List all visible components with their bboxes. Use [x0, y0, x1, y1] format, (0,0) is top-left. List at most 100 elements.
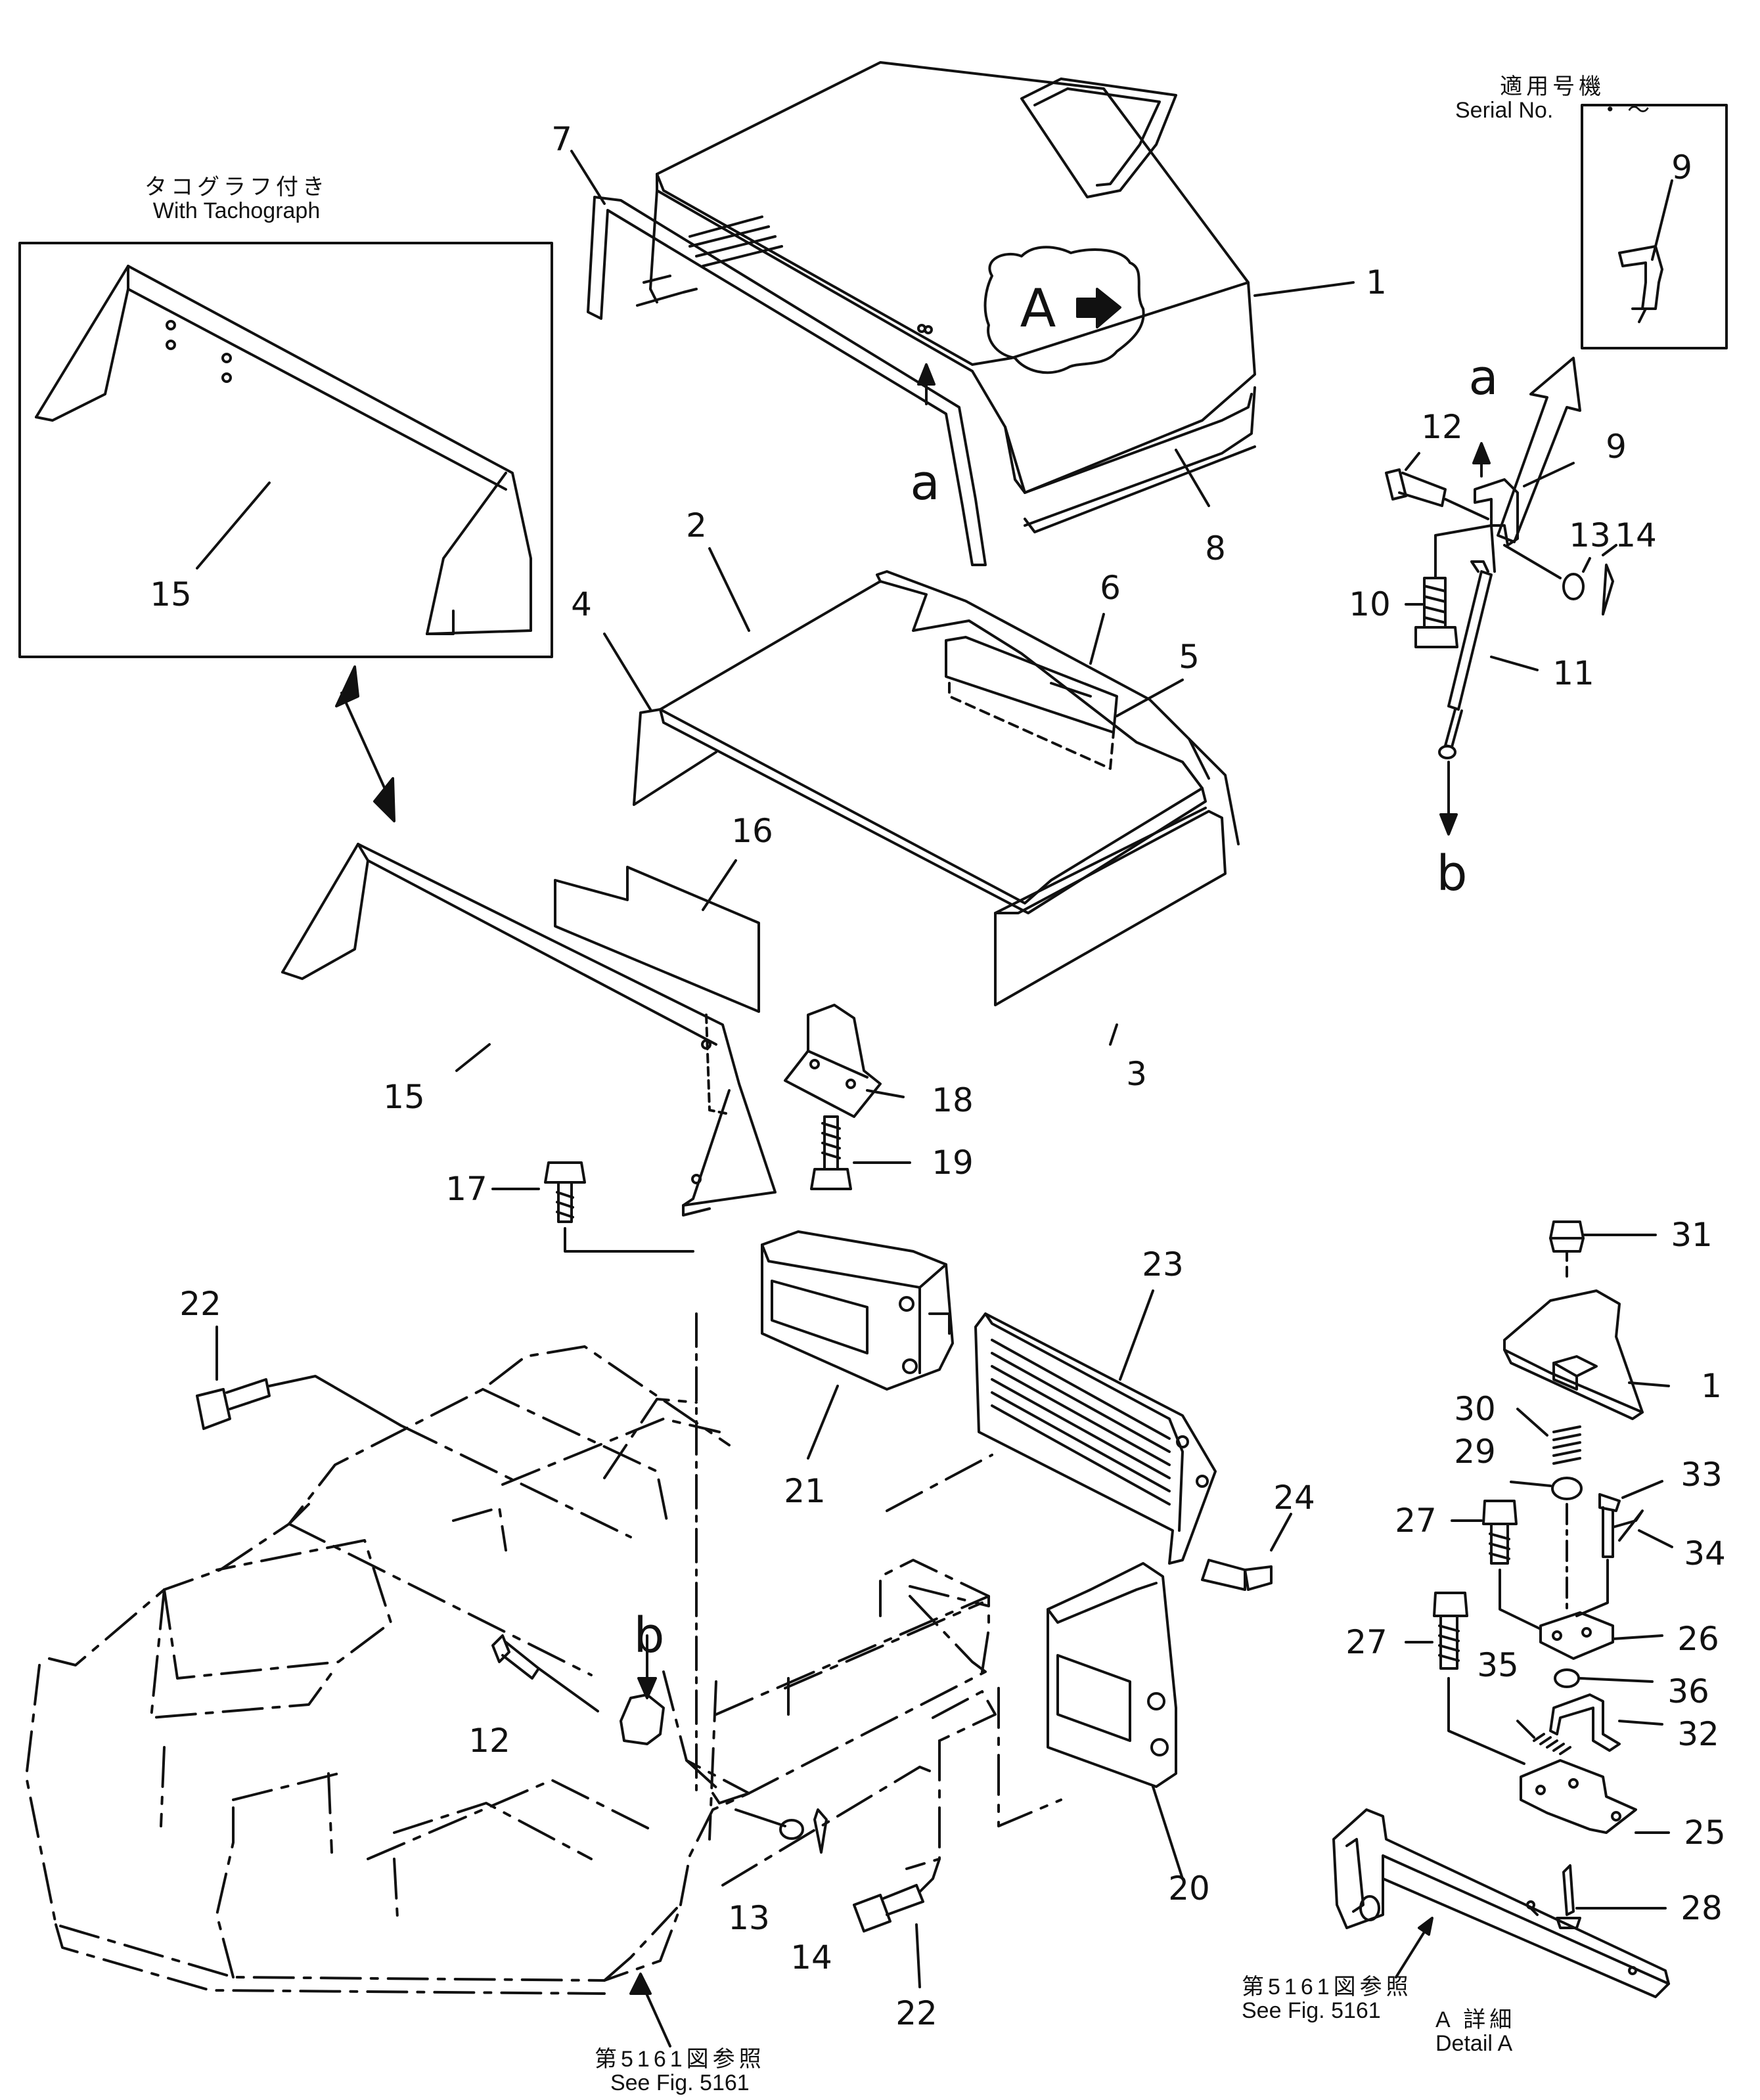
large-arrow	[1497, 357, 1581, 543]
bracket-26	[1539, 1611, 1614, 1660]
pin-14-lower	[813, 1808, 828, 1854]
callout-7: 7	[551, 120, 572, 158]
bolt-22-upper	[196, 1378, 271, 1430]
washer-36	[1554, 1668, 1580, 1688]
double-arrow	[335, 665, 395, 822]
callout-35: 35	[1477, 1646, 1519, 1684]
pin-14-right	[1602, 564, 1614, 615]
bracket-9	[1474, 478, 1519, 573]
callout-9-inset: 9	[1671, 148, 1692, 187]
callout-12-right: 12	[1421, 408, 1463, 446]
callout-10: 10	[1349, 585, 1391, 623]
callout-17: 17	[445, 1170, 487, 1208]
pin-34	[1612, 1509, 1644, 1542]
callout-4: 4	[571, 585, 592, 623]
bolt-27-upper	[1482, 1500, 1518, 1565]
bolt-10	[1414, 577, 1458, 648]
bolt-17	[544, 1161, 694, 1253]
callout-31: 31	[1671, 1216, 1713, 1254]
see-fig-right-caption: 第5161図参照 See Fig. 5161	[1242, 1975, 1412, 2023]
callout-5: 5	[1179, 638, 1200, 676]
gas-spring-11	[1438, 560, 1493, 759]
bracket-9-inset	[1618, 245, 1663, 323]
tacho-caption-jp: タコグラフ付き	[145, 175, 328, 200]
detail-a-en: Detail A	[1435, 2030, 1513, 2056]
bolt-12-lower	[491, 1634, 540, 1680]
spring-35	[1533, 1733, 1571, 1755]
bracket-18	[784, 1004, 882, 1118]
callout-9-right: 9	[1606, 428, 1627, 466]
bolt-33	[1598, 1493, 1621, 1558]
arrow-letter-b-right: b	[1436, 845, 1468, 902]
callout-18: 18	[932, 1081, 974, 1119]
callout-28: 28	[1681, 1889, 1723, 1927]
callout-33: 33	[1681, 1456, 1723, 1494]
bolt-24	[1201, 1559, 1273, 1591]
callout-22-upper: 22	[179, 1285, 221, 1323]
hood-cover	[636, 61, 1256, 533]
grille-23	[974, 1312, 1217, 1565]
callout-8: 8	[1205, 529, 1226, 568]
seal-7	[587, 196, 987, 566]
see-fig-bottom-caption: 第5161図参照 See Fig. 5161	[595, 2047, 765, 2095]
callout-22-lower: 22	[895, 1994, 937, 2032]
callout-13-right: 13	[1569, 516, 1611, 554]
callout-34: 34	[1684, 1534, 1726, 1573]
serial-range: ・ ～	[1598, 97, 1650, 123]
callout-14-lower: 14	[790, 1938, 832, 1977]
see-fig-bottom-en: See Fig. 5161	[610, 2070, 750, 2095]
callout-13-lower: 13	[728, 1899, 770, 1937]
bolt-19	[810, 1115, 852, 1190]
washer-29	[1551, 1477, 1583, 1500]
middle-cover	[633, 570, 1240, 1006]
plate-16	[554, 866, 760, 1013]
callout-3: 3	[1126, 1055, 1147, 1093]
callout-12-lower: 12	[468, 1722, 510, 1760]
callout-36: 36	[1667, 1672, 1709, 1710]
detail-a-jp: A 詳細	[1435, 2007, 1516, 2032]
callout-14-right: 14	[1615, 516, 1657, 554]
serial-number-caption: 適用号機 Serial No. ・ ～	[1455, 74, 1650, 123]
bracket-25	[1520, 1759, 1637, 1834]
detail-a-hood-section	[1503, 1289, 1644, 1420]
bracket-32	[1549, 1693, 1621, 1752]
tachograph-inset	[18, 242, 553, 658]
arrow-letter-b-frame: b	[633, 1607, 665, 1664]
callout-1-detail: 1	[1701, 1367, 1722, 1405]
detail-a-caption: A 詳細 Detail A	[1435, 2007, 1516, 2056]
spring-30	[1552, 1425, 1581, 1465]
lamp-housing-20	[1047, 1562, 1177, 1788]
callout-24: 24	[1273, 1479, 1315, 1517]
callout-32: 32	[1677, 1715, 1719, 1753]
see-fig-right-jp: 第5161図参照	[1242, 1975, 1412, 1999]
bubble-letter: A	[1020, 278, 1056, 339]
callout-11: 11	[1552, 654, 1594, 692]
callout-16: 16	[731, 812, 773, 850]
see-fig-bottom-jp: 第5161図参照	[595, 2047, 765, 2072]
callout-23: 23	[1142, 1245, 1184, 1284]
base-frame	[25, 1345, 1062, 1995]
callout-2: 2	[686, 506, 707, 545]
callout-15-lower: 15	[383, 1078, 425, 1116]
bolt-27-lower	[1433, 1592, 1468, 1670]
callout-26: 26	[1677, 1620, 1719, 1658]
tacho-caption-en: With Tachograph	[152, 198, 321, 223]
bolt-12-right	[1385, 468, 1447, 507]
serial-caption-jp: 適用号機	[1500, 74, 1606, 99]
washer-13-lower	[779, 1819, 804, 1840]
lamp-housing-21	[761, 1230, 954, 1391]
serial-box	[1581, 104, 1728, 349]
callout-27-upper: 27	[1395, 1502, 1437, 1540]
callout-20: 20	[1168, 1869, 1210, 1908]
callout-19: 19	[932, 1144, 974, 1182]
detail-bubble	[983, 246, 1145, 374]
see-fig-right-en: See Fig. 5161	[1242, 1998, 1381, 2023]
stud-28	[1556, 1864, 1581, 1929]
arrow-letter-a-right: a	[1468, 349, 1499, 406]
arrow-letter-a-hood: a	[910, 455, 940, 511]
callout-27-lower: 27	[1345, 1623, 1388, 1661]
front-panel-15	[281, 843, 777, 1217]
callout-30: 30	[1454, 1390, 1496, 1428]
tachograph-caption: タコグラフ付き With Tachograph	[145, 175, 328, 223]
